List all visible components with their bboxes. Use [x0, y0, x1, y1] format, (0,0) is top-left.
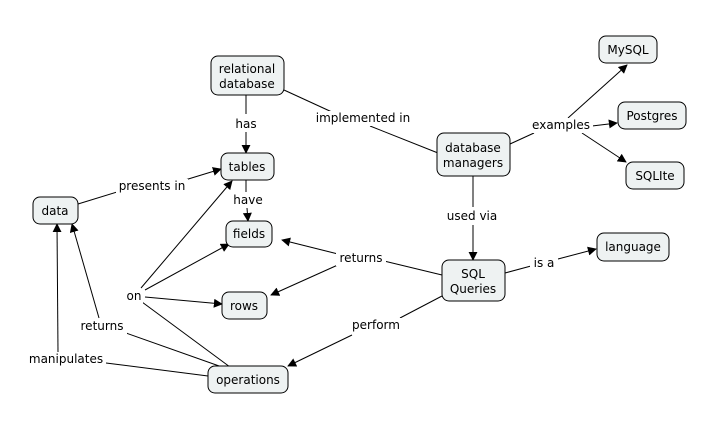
- edge-dbmanagers-examples: [509, 132, 535, 145]
- node-mysql[interactable]: MySQL: [598, 35, 658, 64]
- edge-isa-language: [557, 246, 597, 260]
- link-label: examples: [532, 118, 590, 132]
- node-label-line2: managers: [443, 156, 503, 170]
- edge-manipulates-data: [52, 223, 62, 353]
- edge-on-tables: [140, 180, 233, 289]
- node-tables[interactable]: tables: [220, 152, 275, 181]
- link-label: on: [127, 289, 142, 303]
- node-sqlite[interactable]: SQLIte: [625, 161, 685, 190]
- node-label-line1: database: [445, 141, 501, 155]
- node-rows[interactable]: rows: [221, 291, 268, 320]
- node-label: Postgres: [626, 109, 677, 123]
- link-label: have: [233, 193, 262, 207]
- link-label: is a: [534, 256, 555, 270]
- link-label: manipulates: [29, 352, 103, 366]
- link-have: have: [232, 193, 263, 208]
- node-label: MySQL: [607, 43, 649, 57]
- node-label: language: [605, 240, 661, 254]
- link-label: has: [235, 117, 256, 131]
- edge-sql-returns: [383, 260, 443, 276]
- link-label: implemented in: [316, 111, 411, 125]
- node-label-line2: Queries: [450, 282, 496, 296]
- edge-have-fields: [242, 207, 252, 222]
- edge-examples-postgres: [591, 119, 618, 129]
- node-label-line2: database: [219, 77, 275, 91]
- edge-presents-tables: [184, 167, 222, 181]
- link-has: has: [234, 116, 259, 131]
- link-returns-sql: returns: [336, 251, 386, 266]
- link-used-via: used via: [444, 209, 499, 224]
- node-fields[interactable]: fields: [225, 220, 273, 248]
- link-is-a: is a: [530, 256, 558, 271]
- link-implemented-in: implemented in: [314, 111, 412, 126]
- link-label: perform: [352, 318, 400, 332]
- node-operations[interactable]: operations: [207, 365, 289, 394]
- link-label: returns: [340, 251, 383, 265]
- edge-returns-data: [69, 223, 100, 319]
- node-relational-database[interactable]: relational database: [210, 55, 285, 96]
- edge-sql-perform: [399, 295, 443, 319]
- edge-operations-returns: [125, 332, 223, 368]
- nodes: relational database tables data fields r…: [32, 35, 687, 394]
- node-label: SQLIte: [635, 169, 674, 183]
- edge-returns-rows: [270, 263, 341, 296]
- node-label-line1: SQL: [461, 267, 485, 281]
- link-manipulates: manipulates: [26, 352, 106, 367]
- edge-sql-isa: [504, 265, 532, 274]
- node-database-managers[interactable]: database managers: [436, 132, 511, 177]
- edge-examples-mysql: [567, 64, 628, 119]
- node-label: rows: [230, 299, 258, 313]
- link-label: presents in: [119, 179, 186, 193]
- node-label: operations: [216, 373, 280, 387]
- edge-implemented-dbmanagers: [369, 125, 439, 154]
- link-returns-operations: returns: [77, 319, 127, 334]
- link-on: on: [124, 289, 143, 304]
- edges: [52, 64, 628, 377]
- node-postgres[interactable]: Postgres: [617, 101, 687, 130]
- link-examples: examples: [529, 118, 593, 133]
- node-label: data: [41, 204, 68, 218]
- link-presents-in: presents in: [116, 179, 188, 194]
- node-language[interactable]: language: [596, 232, 670, 262]
- link-perform: perform: [348, 318, 403, 333]
- edge-on-fields: [144, 243, 230, 291]
- node-data[interactable]: data: [32, 196, 79, 225]
- node-label: fields: [233, 227, 265, 241]
- edge-returns-fields: [281, 237, 339, 255]
- edge-perform-operations: [287, 334, 353, 367]
- edge-operations-on: [141, 301, 231, 368]
- link-labels: has implemented in presents in have exam…: [26, 111, 593, 367]
- node-label-line1: relational: [219, 62, 275, 76]
- node-label: tables: [229, 160, 266, 174]
- edge-examples-sqlite: [581, 132, 627, 163]
- edge-operations-manipulates: [105, 362, 209, 377]
- edge-on-rows: [144, 296, 223, 308]
- link-label: returns: [81, 319, 124, 333]
- link-label: used via: [447, 209, 497, 223]
- node-sql-queries[interactable]: SQL Queries: [441, 259, 506, 302]
